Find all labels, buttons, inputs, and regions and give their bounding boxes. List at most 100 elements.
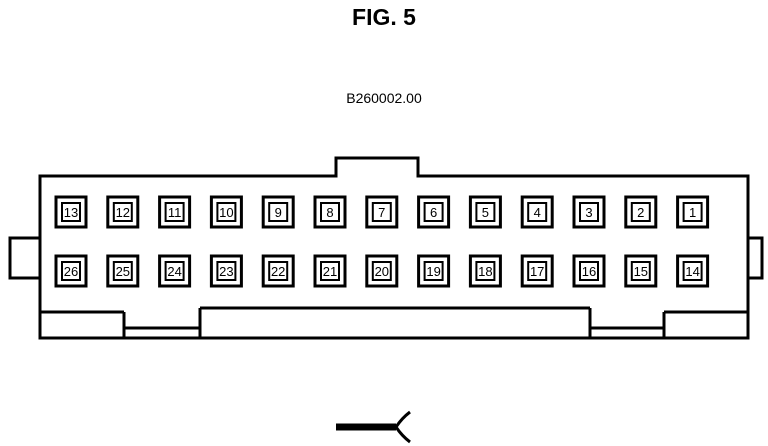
pin-cavity-inner [527,261,548,281]
pin-number: 10 [219,205,233,220]
pin-cavity-inner [579,261,599,281]
pin-cavity-inner [579,202,599,222]
pin-number: 1 [689,205,696,220]
pin-cavity-inner [320,261,340,281]
pin-cavity-outer [158,195,192,229]
pin-cavity-inner [268,261,289,281]
pin-cavity-20: 20 [365,254,399,288]
reference-code: B260002.00 [346,90,422,106]
pin-cavity-inner [61,261,81,281]
pin-cavity-23: 23 [209,254,243,288]
pin-cavity-outer [417,254,451,288]
pin-cavity-18: 18 [468,254,502,288]
pin-number: 12 [116,205,130,220]
left-ear [8,236,40,280]
pin-cavity-outer [520,195,554,229]
pin-cavity-inner [164,202,185,222]
pin-cavity-2: 2 [624,195,658,229]
pin-cavity-24: 24 [158,254,192,288]
pin-number: 7 [378,205,385,220]
pin-cavity-outer [313,195,347,229]
pin-cavity-inner [475,202,496,222]
pin-cavity-inner [112,202,133,222]
pin-cavity-19: 19 [417,254,451,288]
pin-cavity-14: 14 [676,254,710,288]
pin-cavity-outer [676,254,710,288]
pin-cavity-1: 1 [676,195,710,229]
pin-number: 9 [275,205,282,220]
pin-number: 19 [426,264,440,279]
pin-cavity-outer [572,195,606,229]
pin-cavity-outer [106,254,140,288]
pin-number: 2 [637,205,644,220]
pin-cavity-inner [268,202,289,222]
pin-cavity-25: 25 [106,254,140,288]
pin-cavity-inner [371,202,392,222]
pin-cavity-outer [365,195,399,229]
pin-cavity-outer [676,195,710,229]
pin-cavity-outer [313,254,347,288]
pin-cavity-inner [320,202,340,222]
pin-cavity-inner [61,202,81,222]
pin-number: 24 [167,264,181,279]
pin-cavity-9: 9 [261,195,295,229]
pin-cavity-4: 4 [520,195,554,229]
pin-cavity-21: 21 [313,254,347,288]
pin-cavity-inner [630,261,651,281]
pin-cavity-outer [209,254,243,288]
pin-cavity-inner [112,261,133,281]
pin-cavity-outer [106,195,140,229]
pin-cavity-12: 12 [106,195,140,229]
pin-cavity-8: 8 [313,195,347,229]
pin-cavity-inner [423,261,444,281]
pin-cavity-7: 7 [365,195,399,229]
pin-number: 16 [582,264,596,279]
pin-cavity-outer [468,195,502,229]
housing-outline [38,156,750,340]
pin-cavity-outer [365,254,399,288]
pin-cavity-inner [371,261,392,281]
pin-cavity-outer [520,254,554,288]
pin-cavity-10: 10 [209,195,243,229]
pin-cavity-outer [624,254,658,288]
pin-number: 3 [585,205,592,220]
pin-cavity-6: 6 [417,195,451,229]
pin-cavity-outer [624,195,658,229]
pin-cavity-inner [630,202,651,222]
pin-cavity-inner [164,261,185,281]
pin-cavity-outer [158,254,192,288]
pin-number: 26 [64,264,78,279]
pin-cavity-26: 26 [54,254,88,288]
pin-cavity-11: 11 [158,195,192,229]
pin-cavity-16: 16 [572,254,606,288]
pin-cavity-inner [682,261,703,281]
pin-number: 11 [168,205,182,220]
pin-cavity-22: 22 [261,254,295,288]
pin-cavity-outer [54,254,88,288]
pin-number: 14 [685,264,699,279]
pin-number: 13 [64,205,78,220]
pin-cavity-outer [54,195,88,229]
pin-cavity-15: 15 [624,254,658,288]
pin-cavity-outer [209,195,243,229]
pin-cavity-3: 3 [572,195,606,229]
pin-cavity-inner [527,202,548,222]
connector-housing [8,156,764,340]
pin-cavity-outer [417,195,451,229]
pin-cavity-inner [216,261,237,281]
pin-number: 6 [430,205,437,220]
pin-cavity-17: 17 [520,254,554,288]
pin-cavity-inner [423,202,444,222]
pin-cavity-outer [572,254,606,288]
pin-number: 23 [219,264,233,279]
right-ear [748,236,764,280]
pin-cavity-outer [261,254,295,288]
pin-number: 21 [323,264,337,279]
pin-number: 15 [634,264,648,279]
pin-number: 20 [375,264,389,279]
pin-cavity-inner [682,202,703,222]
pin-number: 17 [530,264,544,279]
pin-cavity-13: 13 [54,195,88,229]
